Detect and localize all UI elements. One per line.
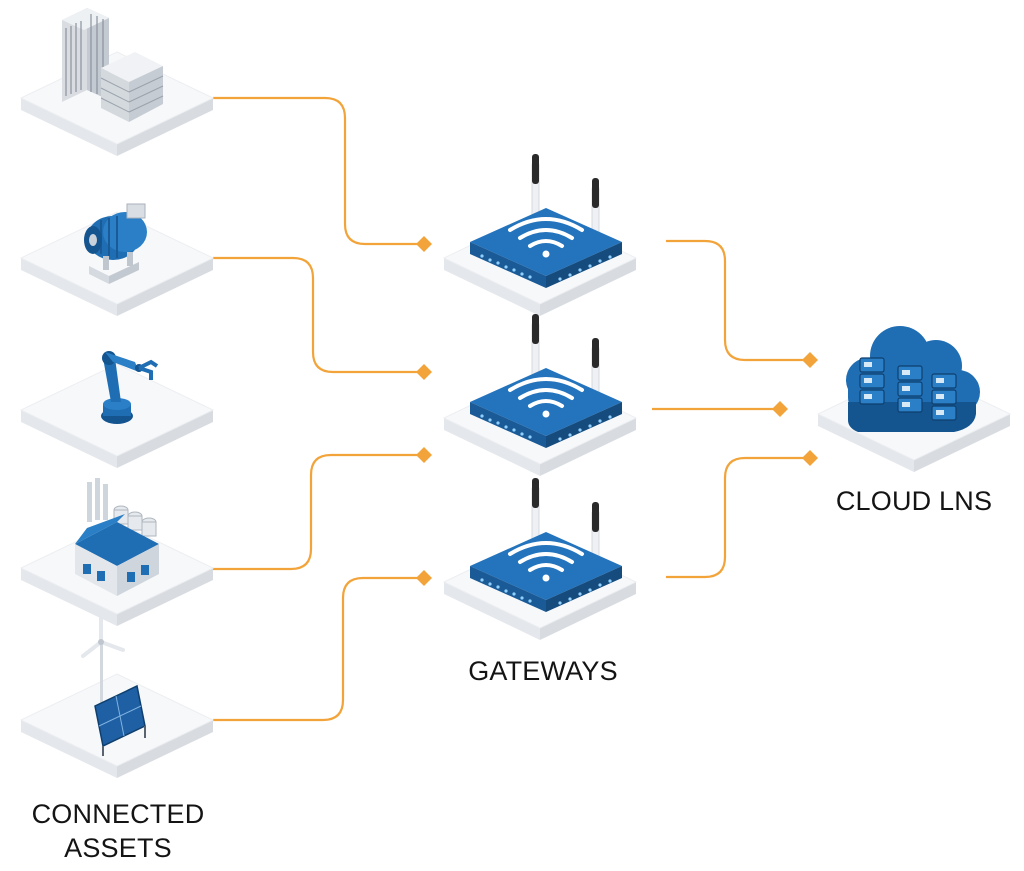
link-buildings-to-gateway-1 xyxy=(213,96,418,246)
renewable-energy-icon xyxy=(81,614,146,756)
connected-assets-label-line-2: ASSETS xyxy=(64,833,172,863)
connector-end-diamond xyxy=(416,236,432,252)
gateway-3 xyxy=(443,476,637,641)
asset-wind-and-solar xyxy=(20,614,214,779)
asset-electric-motor xyxy=(20,203,214,317)
connector-end-diamond xyxy=(416,570,432,586)
connector-end-diamond xyxy=(802,352,818,368)
connector-end-diamond xyxy=(802,450,818,466)
gateway-1 xyxy=(443,152,637,317)
connector-end-diamond xyxy=(416,364,432,380)
factory-icon xyxy=(75,478,159,596)
connected-assets-label-line-1: CONNECTED xyxy=(31,799,205,829)
office-building-icon xyxy=(62,8,164,122)
connector-end-diamond xyxy=(772,401,788,417)
link-motor-to-gateway-2 xyxy=(213,256,418,374)
connector-end-diamond xyxy=(416,447,432,463)
link-gateway-1-to-cloud xyxy=(666,239,804,362)
link-renewables-to-gateway-3 xyxy=(213,576,418,722)
robot-arm-icon xyxy=(101,351,159,424)
gateway-2 xyxy=(443,312,637,477)
cloud-lns xyxy=(817,326,1011,473)
motor-icon xyxy=(84,203,147,284)
link-factory-to-gateway-2 xyxy=(213,453,418,571)
cloud-lns-label: CLOUD LNS xyxy=(835,486,993,516)
asset-robotic-arm xyxy=(20,351,214,469)
asset-office-buildings xyxy=(20,8,214,157)
link-gateway-3-to-cloud xyxy=(666,456,804,579)
asset-factory xyxy=(20,478,214,627)
connected-assets-label: CONNECTED ASSETS xyxy=(0,797,236,865)
cloud-server-icon xyxy=(846,326,980,432)
gateways-label: GATEWAYS xyxy=(468,656,618,686)
